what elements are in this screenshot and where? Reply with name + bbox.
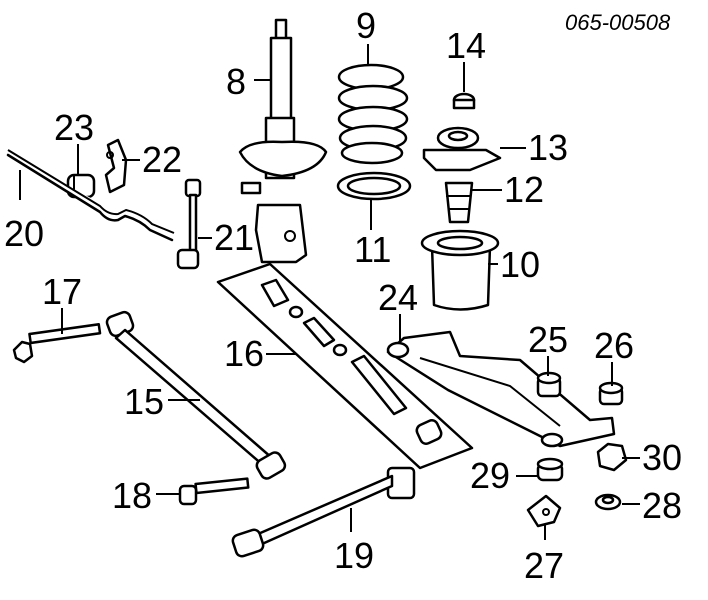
part-11-spring-seat [336, 171, 412, 201]
label-14: 14 [446, 25, 486, 66]
label-21: 21 [214, 217, 254, 258]
part-22-bushing-bracket [104, 138, 128, 194]
part-25-bushing [536, 371, 562, 398]
part-27-bracket [526, 494, 562, 528]
part-18-bolt [178, 477, 250, 506]
label-18: 18 [112, 475, 152, 516]
part-14-nut [452, 92, 476, 110]
part-28-nut [594, 493, 622, 511]
part-19-trailing-arm [231, 466, 416, 558]
label-29: 29 [470, 455, 510, 496]
part-26-bushing [598, 381, 624, 406]
leader-lines [19, 44, 640, 540]
callout-labels: 8 9 14 13 12 11 10 23 22 20 21 17 16 24 … [4, 5, 682, 586]
label-10: 10 [500, 244, 540, 285]
label-15: 15 [124, 381, 164, 422]
part-12-bump-stop [444, 181, 474, 224]
part-21-stabilizer-link [176, 178, 202, 270]
label-20: 20 [4, 213, 44, 254]
part-13-strut-mount [422, 126, 502, 172]
part-30-nut [596, 442, 628, 472]
label-25: 25 [528, 319, 568, 360]
label-22: 22 [142, 139, 182, 180]
diagram-code: 065-00508 [565, 10, 671, 35]
label-30: 30 [642, 437, 682, 478]
label-12: 12 [504, 169, 544, 210]
label-17: 17 [42, 271, 82, 312]
label-28: 28 [642, 485, 682, 526]
label-16: 16 [224, 333, 264, 374]
label-13: 13 [528, 127, 568, 168]
label-19: 19 [334, 535, 374, 576]
part-20-stabilizer-bar [6, 149, 175, 242]
part-8-strut [238, 18, 328, 264]
part-9-coil-spring [337, 63, 409, 165]
part-29-bushing [536, 457, 564, 482]
label-23: 23 [54, 107, 94, 148]
label-8: 8 [226, 61, 246, 102]
label-26: 26 [594, 325, 634, 366]
label-24: 24 [378, 277, 418, 318]
label-27: 27 [524, 545, 564, 586]
part-24-crossmember [386, 330, 616, 448]
part-10-dust-boot [420, 229, 500, 311]
label-9: 9 [356, 5, 376, 46]
part-16-adjustable-link-kit [216, 262, 474, 470]
part-15-lateral-link [105, 310, 287, 480]
part-17-bolt [12, 323, 102, 364]
label-11: 11 [354, 229, 391, 270]
